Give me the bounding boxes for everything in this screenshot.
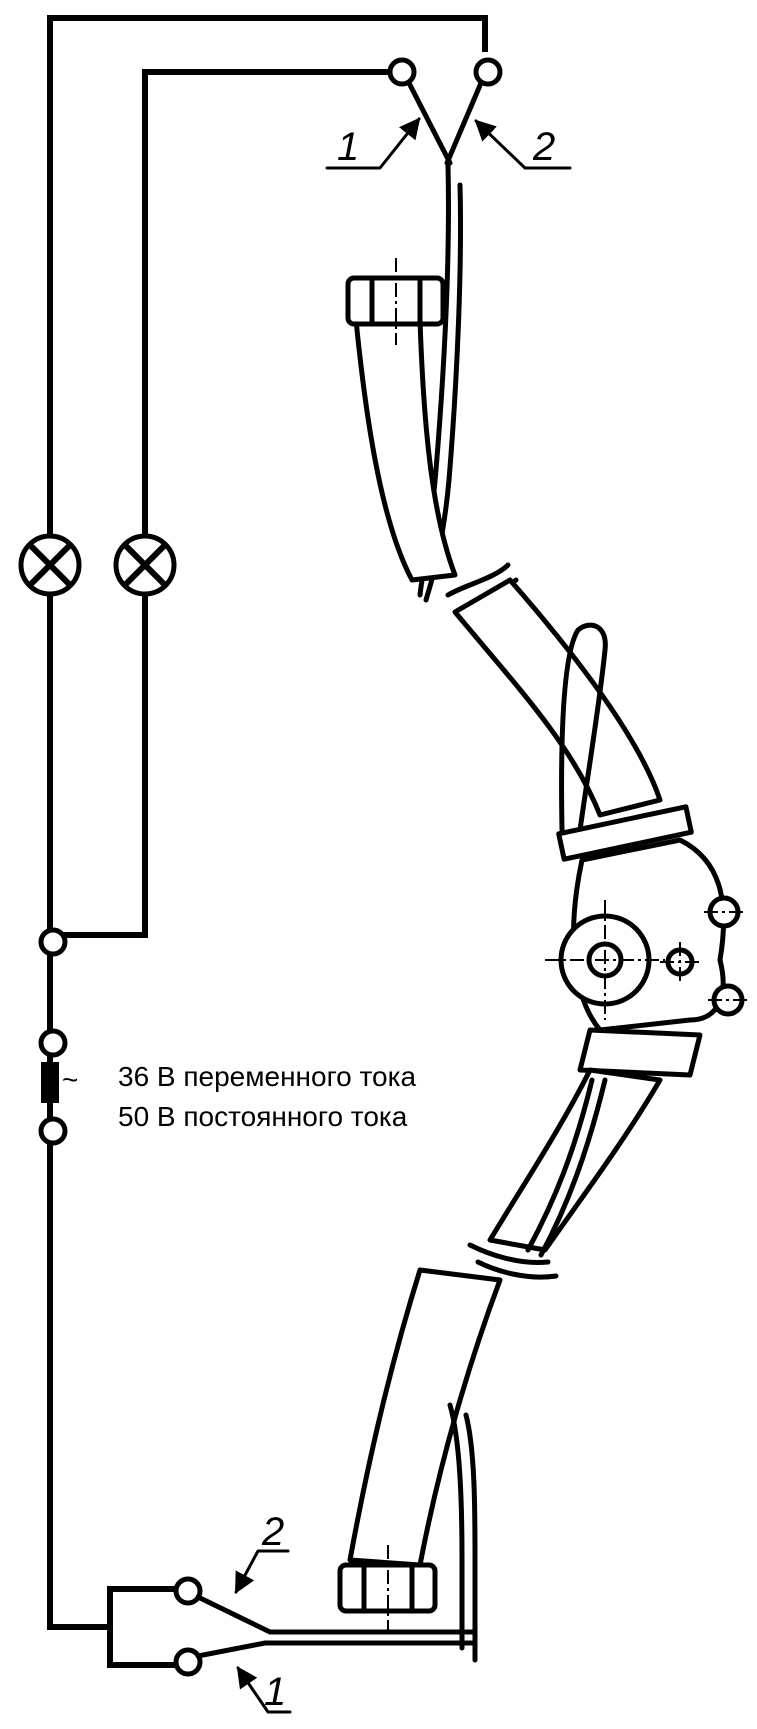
callout-leader-1-bottom (236, 1666, 292, 1714)
callout-label-1-bottom: 1 (264, 1670, 286, 1714)
signal-lamp-1 (18, 533, 82, 597)
callout-leader-2-bottom (234, 1549, 290, 1594)
bottom-contact-bracket (107, 1586, 185, 1668)
junction-terminal (38, 927, 68, 957)
relay-mechanism (545, 804, 748, 1078)
power-supply: ~ (38, 927, 78, 1146)
top-terminal-1 (387, 57, 417, 87)
voltage-note-ac: 36 В переменного тока (118, 1061, 416, 1092)
supply-terminal-top (38, 1028, 68, 1058)
bottom-contact-assembly: 2 1 (173, 1510, 478, 1714)
inner-wire (56, 69, 390, 938)
ac-symbol: ~ (62, 1064, 78, 1095)
supply-terminal-bottom (38, 1116, 68, 1146)
top-contact-2 (444, 80, 484, 166)
callout-leader-2 (474, 119, 572, 170)
upper-fitting-nut (345, 258, 446, 345)
bottom-contact-2 (195, 1594, 478, 1635)
outer-wire (47, 15, 488, 1630)
top-terminal-2 (473, 57, 503, 87)
top-contact-1 (406, 80, 453, 166)
top-contact-assembly: 1 2 (325, 57, 572, 170)
test-cable-lower (337, 1067, 663, 1663)
callout-label-1-top: 1 (337, 125, 359, 169)
signal-lamp-2 (113, 533, 177, 597)
bottom-terminal-1 (173, 1647, 203, 1677)
bottom-terminal-2 (173, 1576, 203, 1606)
circuit-wiring (47, 15, 488, 1668)
callout-label-2-bottom: 2 (261, 1510, 284, 1554)
voltage-note-dc: 50 В постоянного тока (118, 1101, 408, 1132)
callout-leader-1 (325, 117, 421, 170)
callout-label-2-top: 2 (532, 125, 555, 169)
bottom-contact-1 (195, 1640, 478, 1659)
test-cable-upper (345, 162, 663, 833)
lower-fitting-nut (337, 1545, 438, 1632)
